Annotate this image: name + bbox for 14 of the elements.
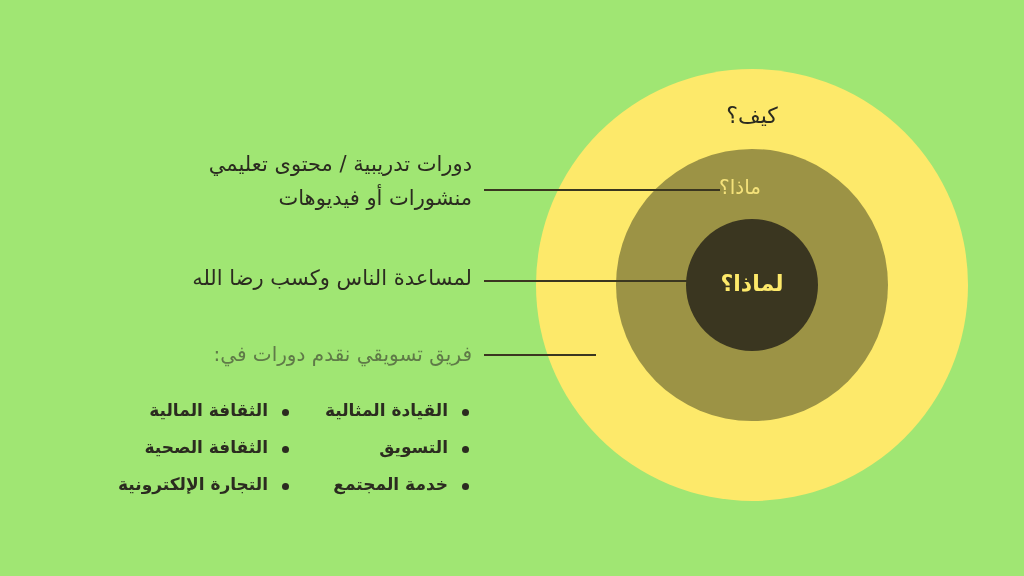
- callout-text: لمساعدة الناس وكسب رضا الله: [191, 265, 472, 292]
- callout-text: فريق تسويقي نقدم دورات في:: [212, 341, 472, 369]
- list-item: التسويق: [379, 437, 448, 457]
- leader-line: [483, 189, 721, 191]
- circle-label: ماذا؟: [718, 175, 762, 199]
- list-item: خدمة المجتمع: [333, 474, 448, 494]
- list-item: الثقافة الصحية: [144, 437, 268, 457]
- list-item: التجارة الإلكترونية: [118, 474, 268, 494]
- list-item: الثقافة المالية: [149, 400, 268, 420]
- callout-text: دورات تدريبية / محتوى تعليمي منشورات أو فيديوهات: [207, 151, 472, 212]
- leader-line: [483, 354, 597, 356]
- list-item: القيادة المثالية: [325, 400, 448, 420]
- circle-label: لماذا؟: [719, 271, 785, 296]
- circle-label: كيف؟: [725, 103, 779, 128]
